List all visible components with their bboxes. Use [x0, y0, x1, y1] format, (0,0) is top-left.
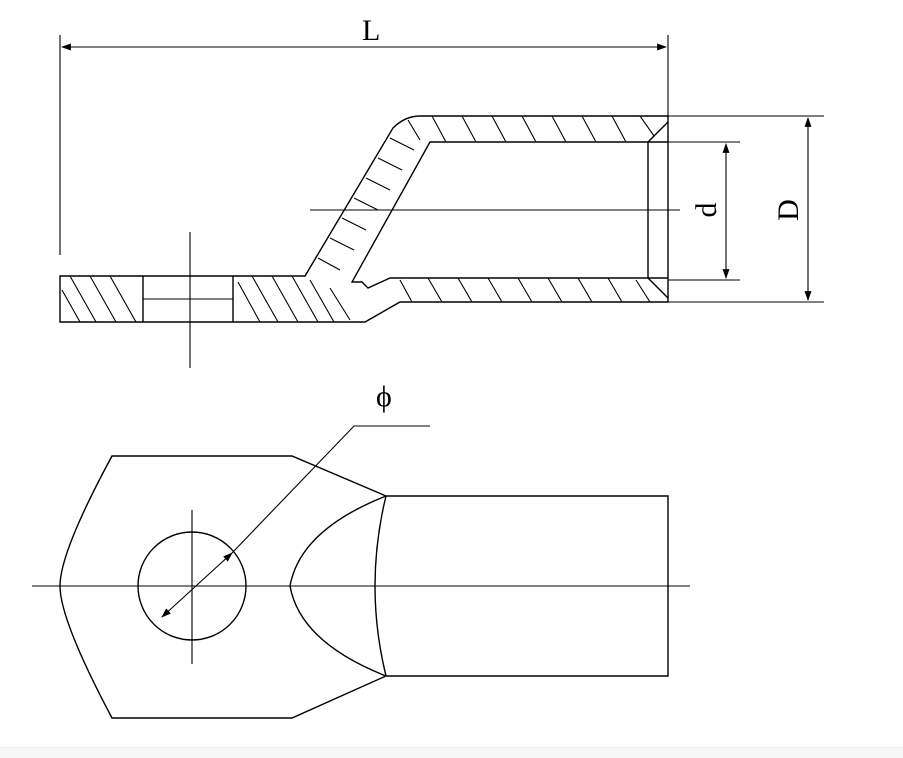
mouth-bevel-bottom	[647, 277, 669, 299]
hole-diameter-leader	[231, 425, 430, 554]
hole-diameter-label: ϕ	[376, 380, 392, 413]
lug-plan-outline	[59, 455, 669, 719]
mouth-bevel-top	[647, 121, 669, 143]
length-label: L	[362, 14, 380, 47]
hole-diameter-dimension-line	[161, 552, 233, 618]
lug-inner-bore	[350, 141, 668, 289]
section-hatching	[61, 115, 655, 323]
top-plan-view: ϕ	[32, 380, 690, 719]
inner-diameter-label: d	[690, 203, 723, 218]
barrel-start-edge	[374, 495, 387, 677]
outer-diameter-label: D	[772, 199, 805, 221]
side-section-view: L d D	[59, 14, 824, 368]
bottom-strip	[0, 747, 903, 758]
lug-outer-profile	[59, 115, 669, 323]
transition-curve	[289, 495, 387, 677]
